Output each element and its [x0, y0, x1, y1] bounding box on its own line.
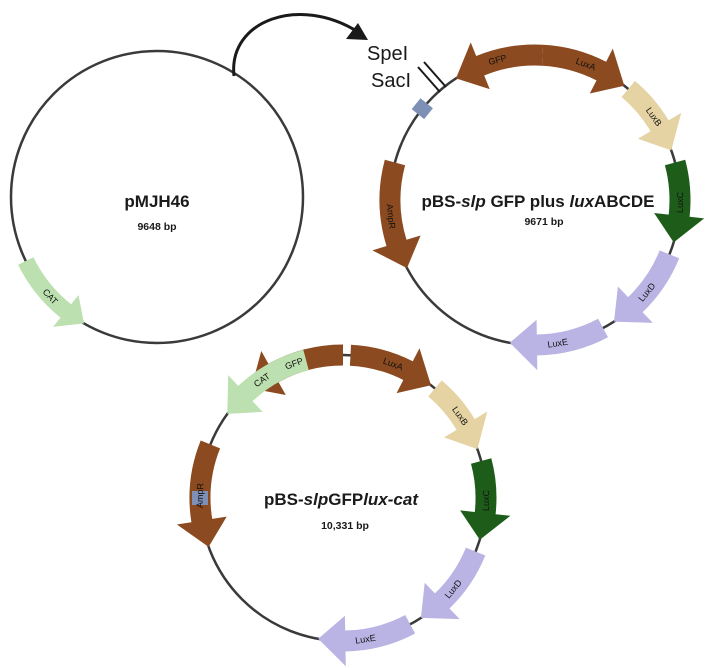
cut-line-2	[423, 61, 447, 88]
luxc-gene-label: LuxC	[481, 489, 491, 511]
ampr-gene-label: AmpR	[195, 482, 205, 508]
pmjh46-title: pMJH46	[124, 192, 189, 211]
lux-cat-title: pBS-slpGFPlux-cat	[264, 490, 419, 509]
luxe-gene-arrow	[509, 318, 608, 371]
transfer-arrow-head	[346, 23, 368, 40]
cat-gene-arrow	[227, 349, 309, 414]
ampr-gene-arrow	[372, 159, 421, 269]
transfer-arrow	[232, 13, 359, 77]
luxb-gene-arrow	[428, 380, 488, 450]
lux-abcde-size: 9671 bp	[524, 216, 563, 228]
ampr-gene-label: AmpR	[385, 203, 398, 229]
luxe-gene-label: LuxE	[547, 337, 569, 350]
saci-site-label: SacI	[371, 70, 411, 92]
marker-layer	[192, 98, 433, 505]
luxc-gene-arrow	[654, 159, 705, 243]
luxa-gene-arrow	[542, 44, 625, 94]
luxb-gene-arrow	[621, 80, 682, 151]
pmjh46-size: 9648 bp	[137, 221, 176, 233]
gene-layer	[18, 42, 705, 667]
spei-site-label: SpeI	[367, 43, 408, 65]
cat-gene-arrow	[18, 257, 85, 327]
cut-line-1	[417, 66, 441, 93]
pmjh46-backbone	[9, 49, 305, 345]
lux-abcde-insert-marker	[411, 98, 433, 120]
luxc-gene-label: LuxC	[675, 191, 685, 213]
gfp-gene-arrow	[456, 42, 544, 90]
luxd-gene-arrow	[420, 547, 486, 620]
lux-abcde-title: pBS-slp GFP plus luxABCDE	[421, 192, 654, 211]
luxa-gene-arrow	[349, 344, 431, 394]
luxe-gene-label: LuxE	[354, 633, 376, 646]
luxc-gene-arrow	[460, 458, 511, 540]
lux-cat-size: 10,331 bp	[321, 520, 369, 532]
lux-cat-insert-marker	[192, 491, 208, 505]
luxd-gene-arrow	[614, 250, 680, 323]
gfp-gene-label: GFP	[487, 53, 507, 67]
luxe-gene-arrow	[318, 615, 416, 667]
